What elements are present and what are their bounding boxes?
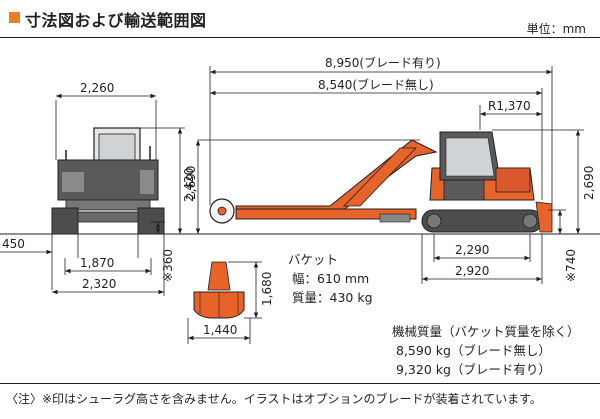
side-blade bbox=[535, 201, 553, 233]
bucket-spec-width: 幅：610 mm bbox=[292, 271, 370, 286]
bucket-view bbox=[193, 261, 245, 319]
machine-mass-heading: 機械質量（バケット質量を除く） bbox=[392, 324, 580, 339]
dim-ground-clearance: ※360 bbox=[161, 249, 175, 282]
dim-front-width: 2,260 bbox=[80, 81, 114, 95]
dim-rear-radius: R1,370 bbox=[488, 99, 531, 113]
dim-length-without-blade: 8,540(ブレード無し) bbox=[318, 77, 434, 92]
header: 寸法図および輸送範囲図 単位：mm bbox=[0, 0, 600, 38]
dim-length-with-blade: 8,950(ブレード有り) bbox=[325, 55, 441, 70]
machine-mass-without-blade: 8,590 kg（ブレード無し） bbox=[396, 343, 551, 358]
dim-crawler-inner: 1,870 bbox=[80, 256, 114, 270]
bucket-spec: バケット 幅：610 mm 質量：430 kg bbox=[288, 250, 373, 307]
header-rule bbox=[0, 37, 600, 38]
side-view-machine bbox=[209, 131, 553, 233]
dim-shoe: 450 bbox=[2, 237, 25, 251]
bucket-spec-heading: バケット bbox=[288, 252, 339, 267]
dim-crawler-length: 2,920 bbox=[455, 264, 489, 278]
side-dimensions bbox=[195, 66, 584, 284]
dim-side-height: 2,690 bbox=[582, 166, 596, 200]
dim-tumbler-distance: 2,290 bbox=[455, 243, 489, 257]
dim-track-height: ※740 bbox=[564, 249, 578, 282]
front-view-machine bbox=[51, 127, 165, 235]
bucket-dimensions bbox=[187, 261, 262, 344]
dim-bucket-height: 1,680 bbox=[260, 272, 274, 306]
title-marker bbox=[9, 12, 20, 23]
front-right-crawler bbox=[137, 207, 165, 235]
bucket-spec-mass: 質量：430 kg bbox=[292, 290, 373, 305]
page-title: 寸法図および輸送範囲図 bbox=[25, 11, 207, 30]
dim-transport-height: 2,420 bbox=[182, 168, 196, 202]
machine-mass-with-blade: 9,320 kg（ブレード有り） bbox=[396, 362, 551, 377]
footer-rule bbox=[0, 383, 600, 384]
dim-front-height: 2,690 bbox=[184, 166, 198, 200]
front-dimensions bbox=[0, 93, 600, 296]
front-counterweight bbox=[140, 170, 154, 194]
machine-mass-spec: 機械質量（バケット質量を除く） 8,590 kg（ブレード無し） 9,320 k… bbox=[392, 322, 580, 379]
front-engine-cover bbox=[62, 172, 84, 192]
side-counterweight bbox=[495, 167, 531, 193]
dim-crawler-total: 2,320 bbox=[82, 277, 116, 291]
footer-note: 〈注〉※印はシューラグ高さを含みません。イラストはオプションのブレードが装着され… bbox=[6, 392, 542, 406]
side-arm bbox=[235, 208, 417, 220]
front-left-crawler bbox=[51, 207, 79, 235]
unit-label: 単位：mm bbox=[526, 22, 586, 36]
dim-bucket-width: 1,440 bbox=[203, 323, 237, 337]
